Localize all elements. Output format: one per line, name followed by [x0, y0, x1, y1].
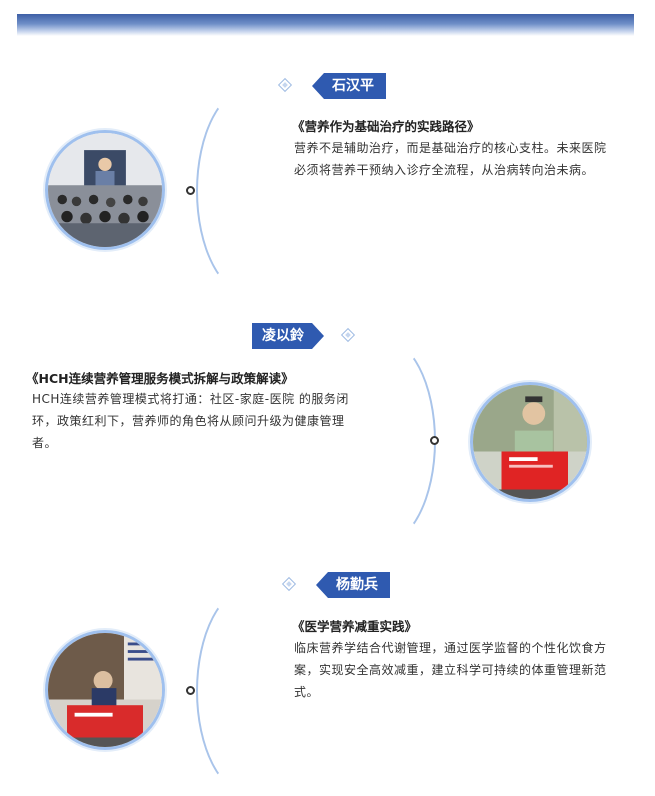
speaker-name-tag: 杨勤兵	[316, 572, 390, 598]
talk-summary: HCH连续营养管理模式将打通：社区-家庭-医院 的服务闭环，政策红利下，营养师的…	[32, 392, 349, 450]
timeline-dot	[430, 436, 439, 445]
talk-title: 《营养作为基础治疗的实践路径》	[292, 119, 480, 134]
header-band	[17, 14, 634, 36]
timeline-dot	[186, 186, 195, 195]
speaker-name-tag: 石汉平	[312, 73, 386, 99]
speaker-name: 凌以鈴	[262, 328, 304, 344]
decor-diamond-icon	[281, 576, 297, 592]
talk-title: 《医学营养减重实践》	[292, 619, 418, 634]
decor-diamond-icon	[277, 77, 293, 93]
speaker-name-tag: 凌以鈴	[252, 323, 324, 349]
speaker-photo	[45, 130, 165, 250]
timeline-dot	[186, 686, 195, 695]
speaker-name: 石汉平	[332, 78, 374, 94]
speaker-name: 杨勤兵	[336, 577, 378, 593]
decor-diamond-icon	[340, 327, 356, 343]
timeline-arc	[196, 586, 306, 796]
talk-summary: 营养不是辅助治疗，而是基础治疗的核心支柱。未来医院必须将营养干预纳入诊疗全流程，…	[294, 141, 607, 177]
talk-title: 《HCH连续营养管理服务模式拆解与政策解读》	[26, 371, 294, 386]
speaker-photo	[470, 382, 590, 502]
talk-summary: 临床营养学结合代谢管理，通过医学监督的个性化饮食方案，实现安全高效减重，建立科学…	[294, 641, 607, 699]
speaker-photo	[45, 630, 165, 750]
timeline-arc	[196, 86, 306, 296]
